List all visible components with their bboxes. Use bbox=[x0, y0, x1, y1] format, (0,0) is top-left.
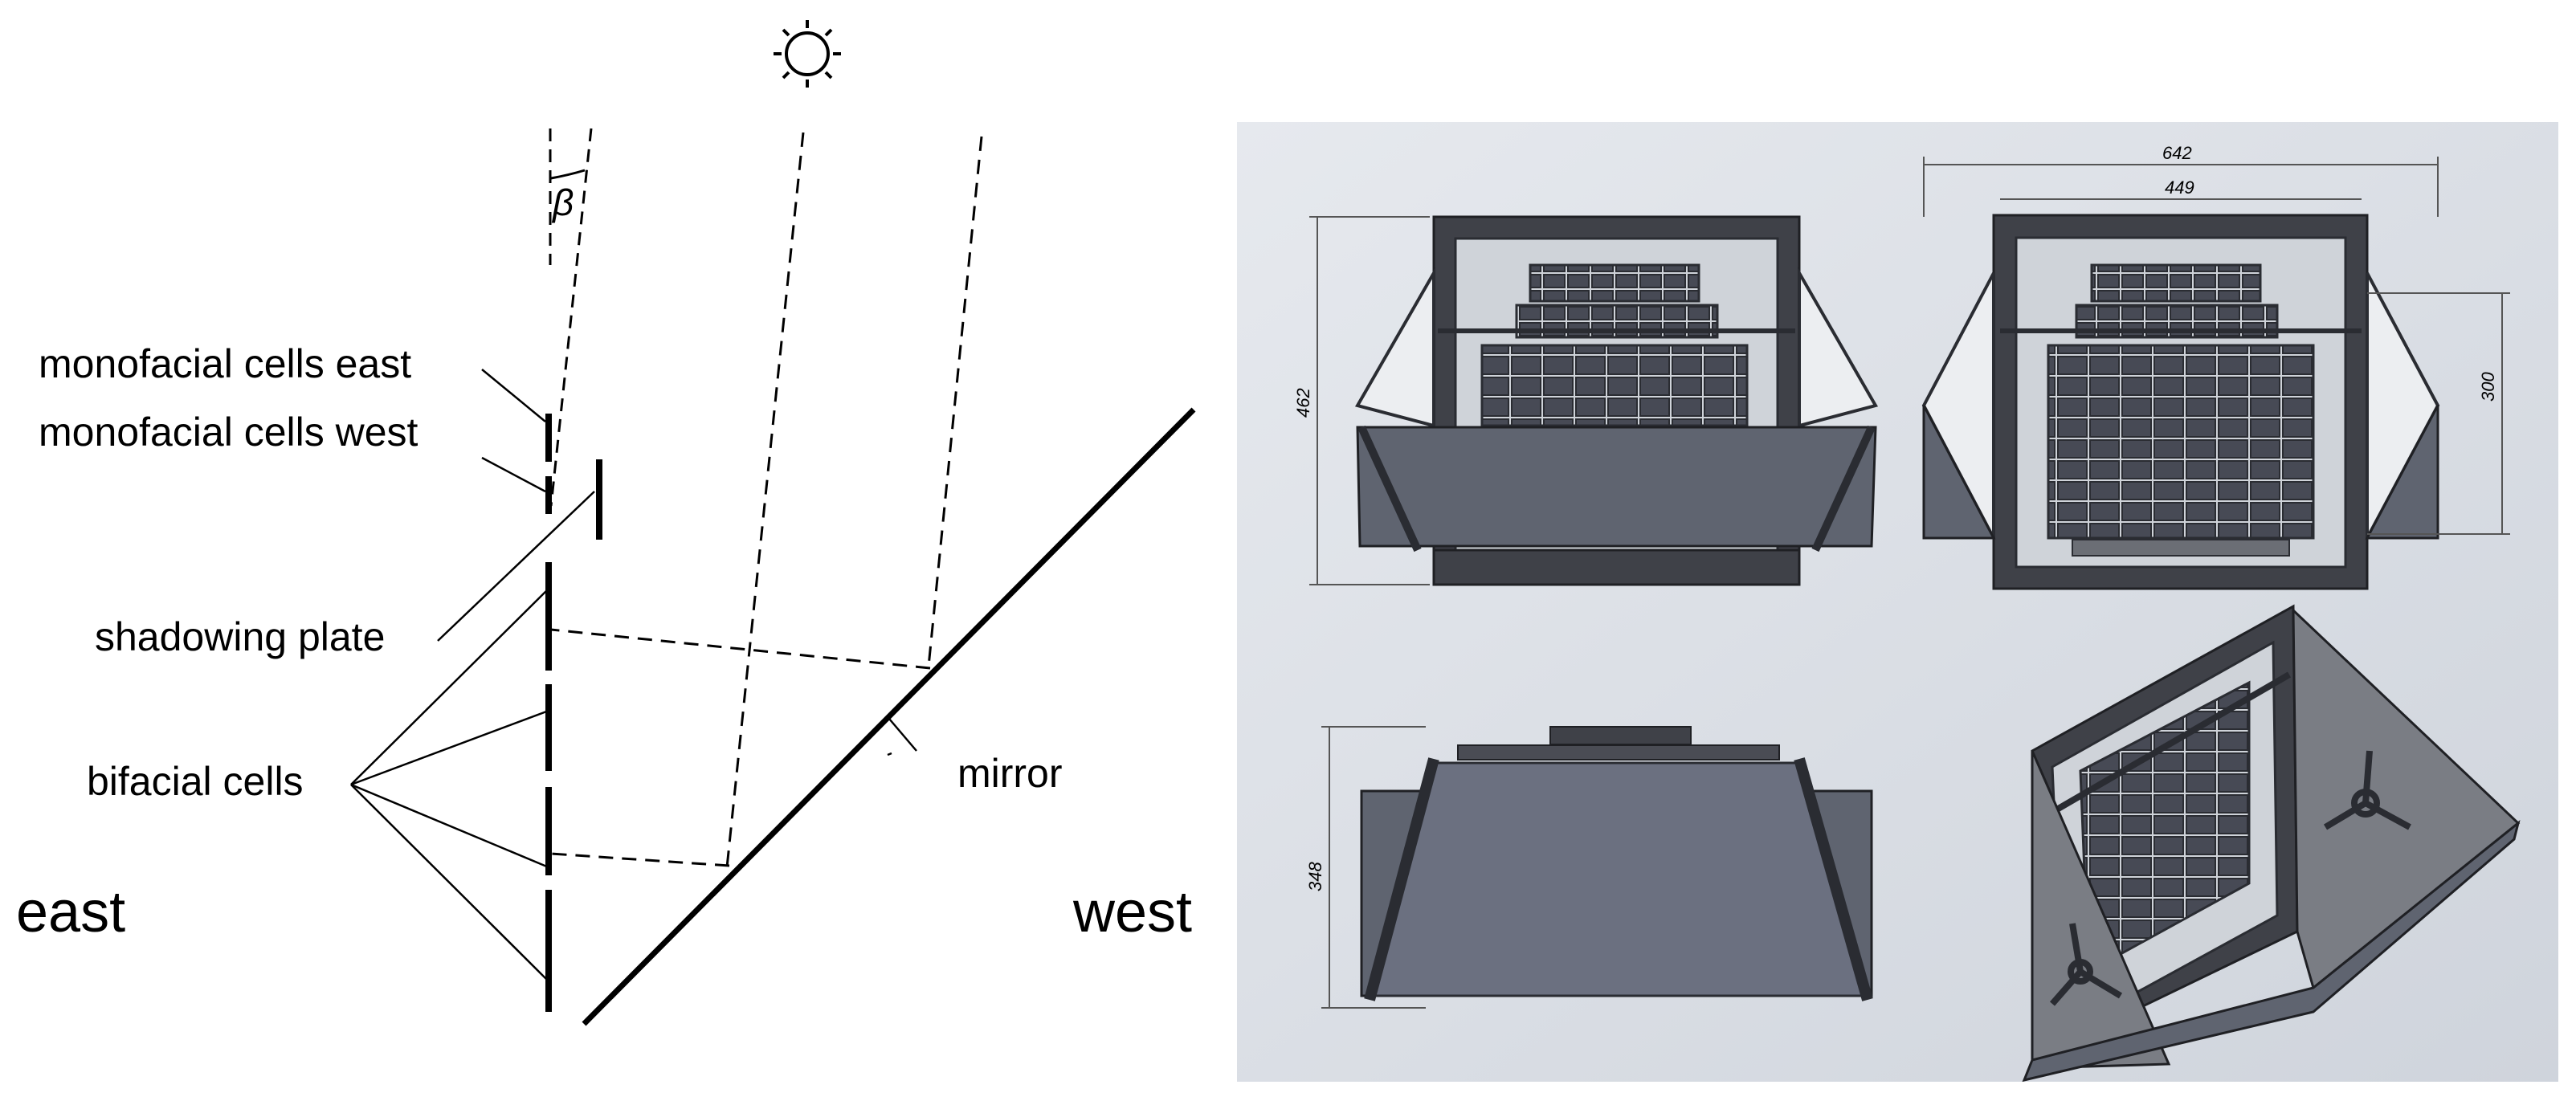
isometric-view bbox=[2022, 604, 2521, 1083]
label-mono-west: monofacial cells west bbox=[39, 410, 418, 455]
label-east: east bbox=[16, 880, 125, 944]
label-mirror: mirror bbox=[957, 751, 1063, 796]
dim-top-outer-width: 642 bbox=[2162, 143, 2192, 163]
cell-column bbox=[545, 414, 602, 1012]
concentrator-schematic: β bbox=[16, 20, 1196, 1026]
incidence-angle: β bbox=[549, 128, 593, 507]
dim-front-height: 462 bbox=[1293, 388, 1313, 418]
mirror-line bbox=[582, 407, 1196, 1026]
front-view: 462 bbox=[1293, 215, 1879, 586]
label-west: west bbox=[1072, 880, 1192, 944]
light-rays bbox=[550, 132, 983, 868]
label-mono-east: monofacial cells east bbox=[39, 341, 411, 386]
label-bifacial-cells: bifacial cells bbox=[87, 759, 304, 804]
side-view: 348 bbox=[1305, 726, 1873, 1009]
label-shadowing-plate: shadowing plate bbox=[95, 614, 385, 659]
dim-top-right-height: 300 bbox=[2478, 372, 2498, 402]
dim-side-height: 348 bbox=[1305, 862, 1325, 891]
beta-symbol: β bbox=[551, 181, 574, 223]
dim-top-inner-width: 449 bbox=[2165, 177, 2194, 198]
sun-icon bbox=[774, 20, 841, 88]
top-view: 642 449 300 bbox=[1921, 143, 2510, 590]
cad-render-panel: 462 642 449 bbox=[1237, 122, 2558, 1083]
leader-lines bbox=[350, 369, 917, 982]
